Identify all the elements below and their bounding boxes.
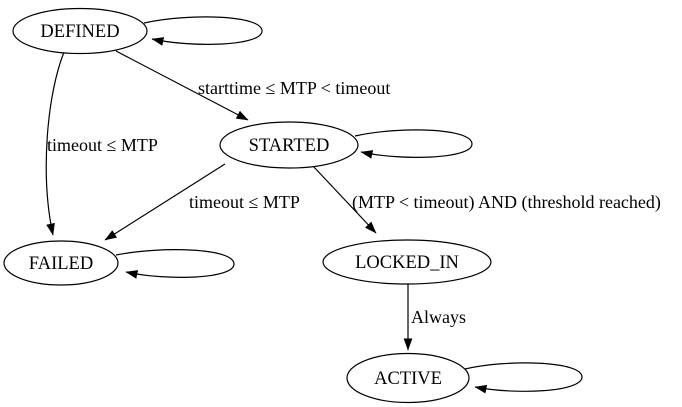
node-defined-label: DEFINED	[40, 22, 119, 42]
edge-label-started-to-locked-in: (MTP < timeout) AND (threshold reached)	[352, 192, 661, 213]
node-active-ellipse	[346, 352, 470, 404]
node-locked-in-ellipse	[322, 239, 492, 285]
node-failed: FAILED	[3, 240, 119, 286]
node-started: STARTED	[219, 121, 359, 169]
edge-label-defined-to-failed: timeout ≤ MTP	[47, 135, 158, 155]
node-failed-label: FAILED	[29, 254, 93, 274]
edge-started-to-locked-in	[312, 165, 377, 234]
node-started-ellipse	[219, 121, 359, 169]
edge-defined-to-failed	[45, 51, 65, 236]
edge-defined-to-started	[115, 50, 249, 121]
edge-label-defined-to-started: starttime ≤ MTP < timeout	[198, 78, 390, 98]
edge-started-to-failed	[104, 163, 226, 241]
edge-failed-self-loop	[115, 249, 235, 279]
node-active-label: ACTIVE	[374, 369, 442, 389]
edge-label-started-to-failed: timeout ≤ MTP	[189, 192, 300, 212]
node-started-label: STARTED	[249, 136, 330, 156]
node-defined-ellipse	[12, 7, 148, 55]
node-active: ACTIVE	[346, 352, 470, 404]
edge-label-locked-in-to-active: Always	[411, 307, 466, 327]
edge-defined-self-loop	[143, 16, 263, 46]
node-failed-ellipse	[3, 240, 119, 286]
node-locked-in-label: LOCKED_IN	[355, 253, 459, 273]
node-locked-in: LOCKED_IN	[322, 239, 492, 285]
edge-started-self-loop	[354, 129, 473, 159]
edge-active-self-loop	[464, 362, 583, 394]
node-defined: DEFINED	[12, 7, 148, 55]
